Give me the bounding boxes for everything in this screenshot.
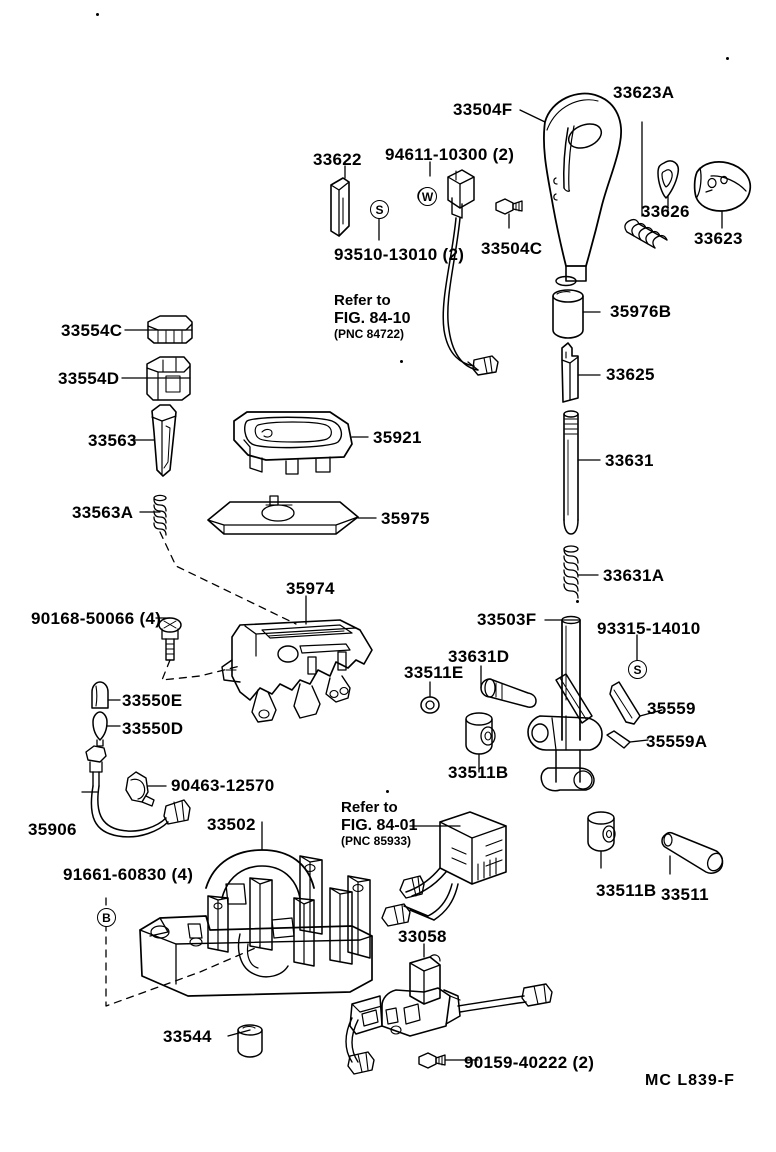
part-label-33626: 33626 [641,202,690,221]
part-label-35976B: 35976B [610,302,672,321]
part-shape-35559A [606,730,631,749]
part-label-33623: 33623 [694,229,743,248]
part-label-33504F: 33504F [453,100,513,119]
part-label-33511B-right: 33511B [596,881,657,900]
dust-speck [96,13,99,16]
reference-line-2: FIG. 84-10 [334,309,411,327]
part-label-33554D: 33554D [58,369,120,388]
dust-speck [726,57,729,60]
part-label-33502: 33502 [207,815,256,834]
part-shape-shift-lock-switch [447,169,475,219]
part-label-91661: 91661-60830 (4) [63,865,194,884]
part-label-33563: 33563 [88,431,137,450]
part-label-90463: 90463-12570 [171,776,275,795]
part-shape-35921 [233,411,353,475]
marker-letter: S [375,202,384,217]
part-label-33544: 33544 [163,1027,212,1046]
part-shape-33631A [563,545,579,599]
part-label-33550D: 33550D [122,719,184,738]
part-label-90159: 90159-40222 (2) [464,1053,595,1072]
part-shape-33504C [495,198,523,215]
part-shape-33563A [153,494,167,536]
part-shape-33554D [146,356,191,401]
part-shape-35975 [207,495,359,535]
part-label-35559: 35559 [647,699,696,718]
part-label-33631: 33631 [605,451,654,470]
part-shape-90168 [158,617,182,661]
reference-line-1: Refer to [334,292,391,309]
part-shape-33503F [527,615,603,792]
reference-note-8410: Refer to FIG. 84-10 (PNC 84722) [334,292,411,341]
part-label-33563A: 33563A [72,503,134,522]
part-shape-33563 [151,404,177,477]
part-shape-33511 [661,831,724,874]
part-shape-35906 [85,745,191,838]
diagram-footer-code: MC L839-F [645,1072,735,1089]
part-shape-33623A [624,218,668,249]
part-label-33058: 33058 [398,927,447,946]
dust-speck [576,600,579,603]
part-shape-35976B [552,289,584,339]
part-label-33511E: 33511E [404,663,464,682]
part-shape-ecu-8401 [381,811,507,927]
part-shape-33511E [420,696,440,714]
part-label-35559A: 35559A [646,732,708,751]
reference-line-3: (PNC 85933) [341,833,412,848]
part-shape-35974 [221,619,373,723]
reference-line-2: FIG. 84-01 [341,816,418,834]
part-label-33550E: 33550E [122,691,183,710]
part-label-33625: 33625 [606,365,655,384]
part-shape-33625 [561,342,579,403]
dust-speck [386,790,389,793]
part-shape-connector-8410 [472,355,499,376]
dust-speck [400,360,403,363]
part-shape-33631D [480,678,537,708]
part-label-35921: 35921 [373,428,422,447]
marker-letter: W [421,189,434,204]
reference-note-8401: Refer to FIG. 84-01 (PNC 85933) [341,799,418,848]
part-label-33503F: 33503F [477,610,537,629]
part-shape-90463 [125,771,155,807]
part-shape-33544 [237,1024,263,1058]
part-shape-33511B-right [587,811,616,852]
reference-line-3: (PNC 84722) [334,326,405,341]
part-label-35975: 35975 [381,509,430,528]
part-label-33622: 33622 [313,150,362,169]
part-shape-33058 [345,954,553,1075]
part-label-94611: 94611-10300 (2) [385,145,515,164]
part-label-33511: 33511 [661,885,709,904]
marker-letter: S [633,662,642,677]
reference-line-1: Refer to [341,799,398,816]
marker-s-93315: S [628,660,647,679]
part-shape-33623 [693,161,752,212]
part-label-35974: 35974 [286,579,335,598]
part-shape-33550D [92,711,108,747]
part-label-33631D: 33631D [448,647,510,666]
part-shape-35559 [609,681,641,725]
part-shape-33504F [543,92,622,287]
part-label-93510: 93510-13010 (2) [334,245,465,264]
part-shape-33626 [657,160,680,199]
part-shape-33622 [330,177,350,237]
part-label-33504C: 33504C [481,239,543,258]
marker-s-93510: S [370,200,389,219]
part-label-93315: 93315-14010 [597,619,701,638]
part-shape-33511B-left [465,712,496,755]
marker-letter: B [102,910,111,925]
marker-b-91661: B [97,908,116,927]
part-label-33623A: 33623A [613,83,675,102]
part-label-90168: 90168-50066 (4) [31,609,162,628]
marker-w-94611: W [418,187,437,206]
part-shape-33502 [139,849,373,997]
part-shape-90159 [418,1052,446,1069]
part-shape-33550E [91,681,109,709]
part-label-33631A: 33631A [603,566,665,585]
part-label-33511B-left: 33511B [448,763,509,782]
part-label-33554C: 33554C [61,321,123,340]
part-shape-33631 [563,410,579,535]
part-label-35906: 35906 [28,820,77,839]
